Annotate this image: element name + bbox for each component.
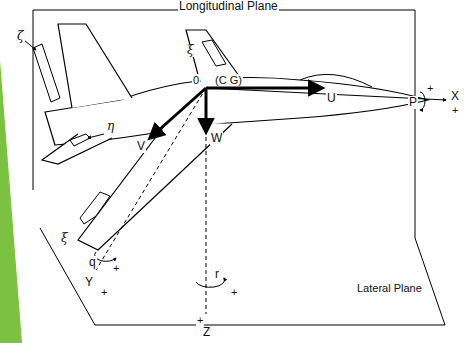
upper-aileron	[202, 40, 226, 66]
axis-label: η	[106, 120, 115, 133]
axis-label: +	[112, 262, 120, 274]
axis-label: 0	[192, 74, 200, 86]
elevator-arrow	[88, 134, 104, 138]
z-axis	[206, 88, 207, 314]
axis-label: Lateral Plane	[356, 282, 423, 294]
axis-label: ζ	[16, 30, 25, 43]
y-axis	[96, 88, 206, 270]
axis-label: U	[326, 92, 337, 105]
elevator	[70, 134, 90, 146]
axis-label: Z	[202, 326, 211, 339]
fin	[58, 24, 132, 108]
axis-label: +	[426, 82, 434, 94]
rudder	[33, 44, 60, 102]
axis-label: X	[450, 90, 460, 103]
canopy	[300, 74, 372, 87]
pitch-arrow	[95, 252, 116, 261]
axis-label: +	[196, 314, 204, 326]
rudder-arrow	[24, 40, 36, 50]
axis-label: W	[210, 132, 223, 145]
axis-label: ξ	[60, 232, 69, 245]
axis-label: +	[230, 286, 238, 298]
axis-label: V	[136, 140, 146, 153]
axis-label: q	[88, 256, 97, 269]
u-vector	[206, 87, 322, 90]
axis-label: ξ	[186, 44, 195, 57]
axis-label: +	[100, 286, 108, 298]
axis-label: +	[451, 104, 459, 116]
axis-label: Y	[84, 276, 94, 289]
near-wing	[78, 121, 232, 250]
v-vector	[150, 88, 206, 138]
lower-aileron	[80, 192, 110, 224]
axis-label: Longitudinal Plane	[178, 0, 279, 13]
axis-label: (C G)	[214, 74, 243, 86]
yaw-arrow	[196, 278, 225, 287]
slide-decoration	[0, 60, 22, 343]
axis-label: r	[214, 268, 220, 281]
w-vector	[205, 88, 208, 132]
tailplane	[42, 134, 112, 164]
axis-label: P	[408, 96, 418, 109]
roll-arrow	[420, 92, 425, 110]
